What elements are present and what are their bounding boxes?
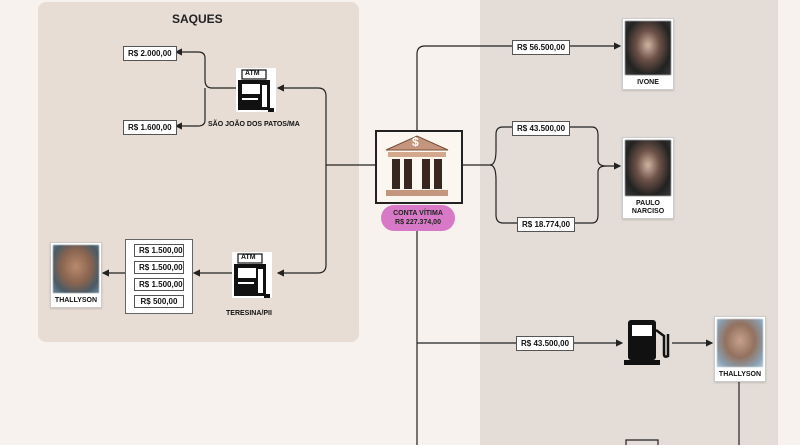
line-to-paulo-a [489, 126, 622, 170]
person-photo [53, 245, 99, 293]
line-trunk [416, 42, 622, 130]
saques-title: SAQUES [172, 12, 223, 26]
withdrawal-amount: R$ 1.500,00 [134, 261, 184, 274]
person-name: THALLYSON [718, 371, 762, 378]
person-name-first: PAULO [636, 200, 660, 207]
person-name-last: NARCISO [631, 208, 665, 215]
teresina-withdrawals-list: R$ 1.500,00 R$ 1.500,00 R$ 1.500,00 R$ 5… [125, 239, 193, 314]
person-name: IVONE [637, 79, 659, 86]
withdrawal-amount: R$ 1.600,00 [123, 120, 177, 135]
fuel-pump-icon [624, 320, 670, 365]
transfer-amount: R$ 43.500,00 [512, 121, 571, 136]
person-card-thallyson: THALLYSON [50, 242, 102, 308]
location-label: TERESINA/PII [226, 310, 272, 317]
line-atm1-amounts [174, 48, 236, 89]
atm-icon [236, 68, 276, 112]
person-card-ivone: IVONE [622, 18, 674, 90]
transfer-amount: R$ 43.500,00 [516, 336, 575, 351]
bank-dollar-sign: $ [412, 135, 419, 149]
transfer-amount: R$ 56.500,00 [512, 40, 571, 55]
atm-label: ATM [245, 70, 260, 77]
atm-icon [232, 252, 272, 298]
person-photo [717, 319, 763, 367]
person-card-paulo-narciso: PAULO NARCISO [622, 137, 674, 219]
location-label: SÃO JOÃO DOS PATOS/MA [208, 121, 300, 128]
transfer-amount: R$ 18.774,00 [517, 217, 576, 232]
person-name: THALLYSON [54, 297, 98, 304]
person-photo [625, 21, 671, 75]
line-to-paulo-b [489, 164, 607, 224]
withdrawal-amount: R$ 1.500,00 [134, 244, 184, 257]
line-atm1-amounts-2 [174, 88, 206, 130]
withdrawal-amount: R$ 2.000,00 [123, 46, 177, 61]
victim-account-title: CONTA VÍTIMA [393, 210, 443, 217]
line-to-atm2 [276, 165, 327, 277]
right-margin [778, 0, 800, 445]
person-photo [625, 140, 671, 196]
withdrawal-amount: R$ 500,00 [134, 295, 184, 308]
victim-account-total: R$ 227.374,00 [395, 219, 441, 226]
withdrawal-amount: R$ 1.500,00 [134, 278, 184, 291]
atm-label: ATM [241, 254, 256, 261]
bank-box [375, 130, 463, 204]
victim-account-label: CONTA VÍTIMA R$ 227.374,00 [381, 205, 455, 231]
line-to-atm1 [276, 84, 327, 165]
line-bottom-box [625, 439, 659, 445]
person-card-thallyson-right: THALLYSON [714, 316, 766, 382]
